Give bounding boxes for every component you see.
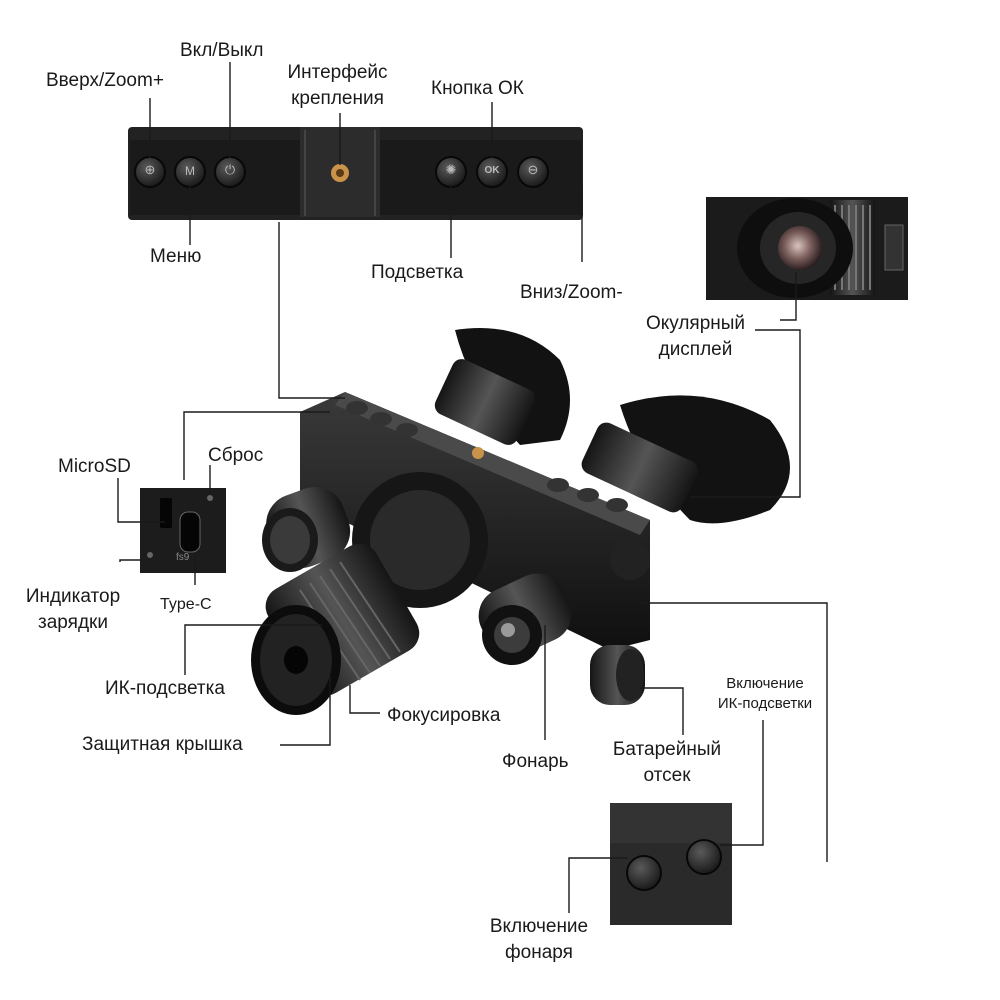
label-charge-indicator-line1: Индикатор <box>25 586 121 607</box>
callout-lines <box>117 62 828 913</box>
label-type-c: Type-C <box>160 596 212 613</box>
label-eyepiece-display-line1: Окулярный <box>645 313 746 334</box>
label-eyepiece-display: Окулярный дисплей <box>628 311 763 363</box>
label-charge-indicator-line2: зарядки <box>38 612 108 633</box>
label-mount-interface: Интерфейс крепления <box>275 60 400 112</box>
search-minus-icon: ⊖ <box>527 162 539 177</box>
label-ok-button: Кнопка ОК <box>431 78 524 99</box>
label-ir-on-line1: Включение <box>726 675 804 692</box>
label-reset: Сброс <box>208 445 264 466</box>
eyepiece-inset <box>706 197 908 300</box>
button-panel-inset <box>128 127 583 220</box>
label-up-zoom: Вверх/Zoom+ <box>46 70 164 91</box>
label-power: Вкл/Выкл <box>180 40 264 61</box>
label-mount-interface-line2: крепления <box>291 88 384 109</box>
panel-button-down <box>517 156 549 188</box>
label-protective-cap: Защитная крышка <box>82 734 243 755</box>
label-battery-compartment-line1: Батарейный <box>612 739 722 760</box>
ok-icon: OK <box>484 165 500 176</box>
label-flashlight-on-line1: Включение <box>489 916 589 937</box>
side-buttons-inset <box>610 803 732 925</box>
label-backlight: Подсветка <box>371 262 464 283</box>
label-battery-compartment-line2: отсек <box>643 765 691 786</box>
label-flashlight-on: Включение фонаря <box>474 914 604 966</box>
ports-inset: fs9 <box>140 488 226 573</box>
power-icon: ⏻ <box>224 162 236 177</box>
label-mount-interface-line1: Интерфейс <box>287 62 388 83</box>
label-flashlight-on-line2: фонаря <box>505 942 573 963</box>
label-battery-compartment: Батарейный отсек <box>596 737 738 789</box>
label-down-zoom: Вниз/Zoom- <box>520 282 623 303</box>
port-marking: fs9 <box>176 552 190 563</box>
label-focus: Фокусировка <box>387 705 501 726</box>
backlight-icon: ✺ <box>445 162 457 177</box>
night-vision-goggles <box>251 328 790 715</box>
label-microsd: MicroSD <box>58 456 131 477</box>
label-ir-illuminator: ИК-подсветка <box>105 678 225 699</box>
label-flashlight: Фонарь <box>502 751 569 772</box>
menu-icon: M <box>185 164 195 178</box>
label-ir-on-line2: ИК-подсветки <box>717 695 813 712</box>
label-charge-indicator: Индикатор зарядки <box>12 584 134 636</box>
label-ir-on: Включение ИК-подсветки <box>705 674 825 714</box>
label-menu: Меню <box>150 246 202 267</box>
search-plus-icon: ⊕ <box>144 162 156 177</box>
label-eyepiece-display-line2: дисплей <box>658 339 733 360</box>
